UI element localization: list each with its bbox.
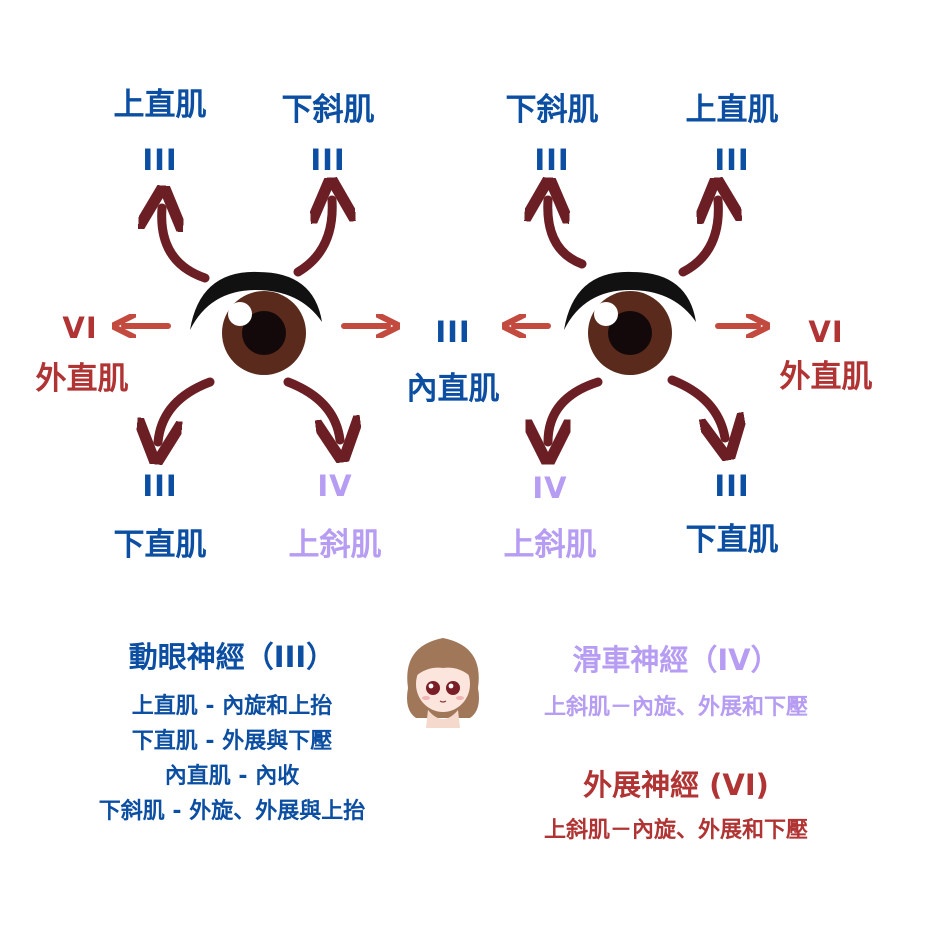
muscle-label: 上直肌 [113, 87, 207, 123]
muscle-label: 上直肌 [685, 92, 779, 128]
legend-line: 上直肌 - 內旋和上抬 [131, 693, 333, 719]
muscle-label: 下斜肌 [281, 92, 375, 128]
nerve-label: III [142, 469, 178, 503]
legend-line: 下斜肌 - 外旋、外展與上抬 [98, 799, 366, 825]
legend-line: 下直肌 - 外展與下壓 [131, 728, 333, 754]
curved-arrow-icon [678, 200, 718, 277]
nerve-label: III [534, 143, 570, 177]
nerve-label: III [714, 143, 750, 177]
left-eye-icon [190, 271, 322, 378]
right-eye-icon [564, 271, 696, 378]
muscle-label: 上斜肌 [503, 527, 597, 563]
muscle-label: 下直肌 [113, 527, 207, 563]
muscle-label: 外直肌 [35, 361, 129, 397]
nerve-label: III [714, 469, 750, 503]
muscle-label: 內直肌 [406, 371, 500, 407]
eye-muscle-diagram [0, 0, 933, 600]
curved-arrow-icon [548, 377, 603, 442]
nerve-label: III [142, 143, 178, 177]
curved-arrow-icon [283, 377, 340, 440]
legend-abducens: 外展神經 (VI) 上斜肌－內旋、外展和下壓 [544, 768, 808, 848]
legend-line: 上斜肌－內旋、外展和下壓 [543, 694, 809, 720]
nerve-label: III [310, 143, 346, 177]
legend-oculomotor: 動眼神經（III） 上直肌 - 內旋和上抬 下直肌 - 外展與下壓 內直肌 - … [99, 640, 365, 830]
legend-title: 動眼神經（III） [128, 640, 336, 674]
nerve-label: IV [317, 469, 353, 503]
curved-arrow-icon [158, 377, 215, 442]
curved-arrow-icon [667, 375, 725, 438]
cartoon-girl-avatar [407, 638, 479, 728]
curved-arrow-icon [548, 200, 587, 269]
legend-line: 內直肌 - 內收 [164, 764, 300, 790]
legend-title: 外展神經 (VI) [583, 768, 769, 802]
nerve-label: VI [62, 311, 98, 345]
nerve-label: III [435, 315, 471, 349]
curved-arrow-icon [162, 208, 210, 283]
muscle-label: 上斜肌 [288, 527, 382, 563]
legend-trochlear: 滑車神經（IV） 上斜肌－內旋、外展和下壓 [544, 643, 808, 725]
curved-arrow-icon [293, 200, 332, 277]
muscle-label: 外直肌 [779, 359, 873, 395]
muscle-label: 下斜肌 [505, 92, 599, 128]
legend-line: 上斜肌－內旋、外展和下壓 [543, 817, 809, 843]
legend-title: 滑車神經（IV） [572, 643, 780, 677]
muscle-label: 下直肌 [685, 522, 779, 558]
nerve-label: IV [532, 471, 568, 505]
nerve-label: VI [808, 315, 844, 349]
